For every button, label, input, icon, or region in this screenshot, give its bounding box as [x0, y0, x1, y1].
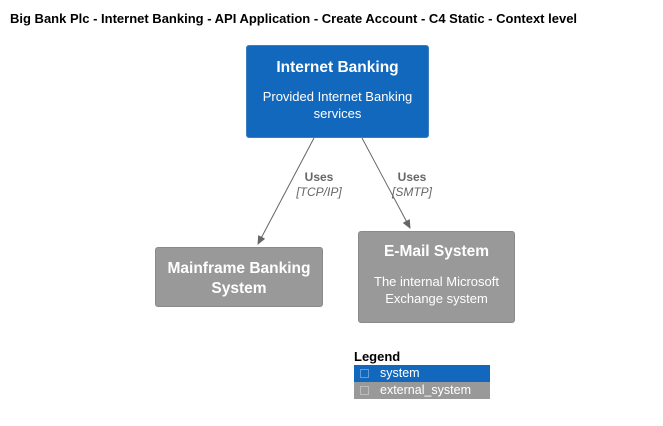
node-name: Mainframe Banking System: [167, 260, 311, 297]
legend-swatch-icon: [360, 369, 369, 378]
edge-label-mainframe: Uses [TCP/IP]: [288, 170, 350, 200]
edge-label-text: Uses: [304, 170, 334, 184]
node-description: The internal Microsoft Exchange system: [374, 274, 499, 306]
edge-to-mainframe: [257, 137, 315, 245]
node-description: Provided Internet Banking services: [262, 89, 413, 121]
legend-item-external-system: external_system: [354, 382, 490, 399]
legend-title: Legend: [354, 349, 401, 364]
internet-banking-system-node[interactable]: Internet Banking Provided Internet Banki…: [246, 45, 429, 138]
legend-item-label: external_system: [380, 383, 472, 397]
edge-technology-text: [SMTP]: [391, 185, 432, 199]
legend-swatch-icon: [360, 386, 369, 395]
edge-to-email: [361, 137, 411, 229]
edge-label-text: Uses: [397, 170, 427, 184]
edge-label-email: Uses [SMTP]: [381, 170, 443, 200]
legend-item-label: system: [380, 366, 420, 380]
edge-technology-text: [TCP/IP]: [296, 185, 342, 199]
legend-item-system: system: [354, 365, 490, 382]
node-name: E-Mail System: [383, 243, 490, 260]
node-name: Internet Banking: [276, 59, 399, 76]
diagram-title: Big Bank Plc - Internet Banking - API Ap…: [10, 11, 578, 26]
email-system-node[interactable]: E-Mail System The internal Microsoft Exc…: [358, 231, 515, 323]
legend: Legend system external_system: [354, 349, 490, 399]
mainframe-banking-system-node[interactable]: Mainframe Banking System: [155, 247, 323, 307]
